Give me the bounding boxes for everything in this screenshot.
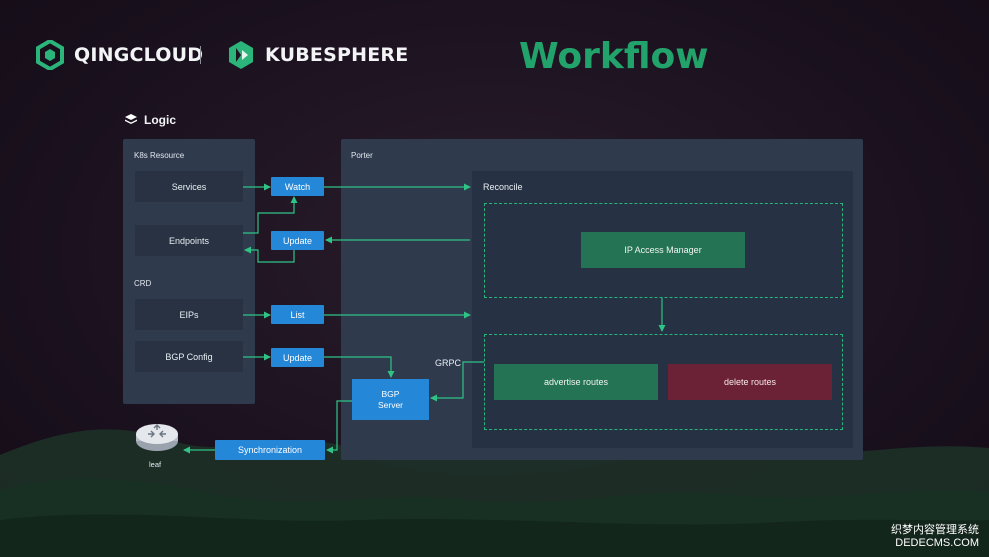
services-box: Services: [135, 171, 243, 202]
arrow-update-bgpserver: [324, 356, 395, 378]
k8s-resource-label: K8s Resource: [134, 151, 185, 160]
logic-heading: Logic: [125, 113, 176, 127]
delete-routes-box: delete routes: [668, 364, 832, 400]
arrow-update-endpoints: [244, 246, 295, 263]
eips-box: EIPs: [135, 299, 243, 330]
header-divider: [200, 46, 201, 64]
router-icon: [136, 424, 178, 451]
ip-access-manager-group: [484, 203, 843, 298]
bgp-server-line1: BGP: [381, 388, 400, 399]
arrow-bgpserver-sync: [326, 400, 352, 454]
kubesphere-brand: KUBESPHERE: [227, 40, 408, 70]
reconcile-label: Reconcile: [483, 182, 523, 192]
list-action: List: [271, 305, 324, 324]
watermark: 织梦内容管理系统 DEDECMS.COM: [891, 524, 979, 550]
routes-group: [484, 334, 843, 430]
watch-action: Watch: [271, 177, 324, 196]
arrow-routes-bgpserver: [430, 361, 484, 402]
endpoints-box: Endpoints: [135, 225, 243, 256]
kubesphere-wordmark: KUBESPHERE: [265, 44, 409, 66]
router-label: leaf: [149, 460, 162, 469]
watermark-line2: DEDECMS.COM: [895, 537, 979, 549]
advertise-routes-box: advertise routes: [494, 364, 658, 400]
update-endpoints-action: Update: [271, 231, 324, 250]
page-title: Workflow: [519, 36, 709, 77]
bgp-server-box: BGP Server: [352, 379, 429, 420]
update-bgp-action: Update: [271, 348, 324, 367]
crd-label: CRD: [134, 279, 152, 288]
grpc-label: GRPC: [435, 358, 462, 368]
porter-label: Porter: [351, 151, 373, 160]
qingcloud-wordmark: QINGCLOUD: [74, 44, 204, 66]
qingcloud-brand: QINGCLOUD: [36, 40, 203, 70]
kubesphere-logo-icon: [229, 41, 253, 69]
watermark-line1: 织梦内容管理系统: [891, 524, 979, 536]
bgp-config-box: BGP Config: [135, 341, 243, 372]
logic-label: Logic: [144, 113, 176, 127]
synchronization-action: Synchronization: [215, 440, 325, 460]
layers-icon: [125, 114, 137, 124]
bgp-server-line2: Server: [377, 399, 404, 410]
arrow-endpoints-watch: [243, 196, 298, 234]
qingcloud-logo-icon: [36, 40, 64, 70]
ip-access-manager-box: IP Access Manager: [581, 232, 745, 268]
